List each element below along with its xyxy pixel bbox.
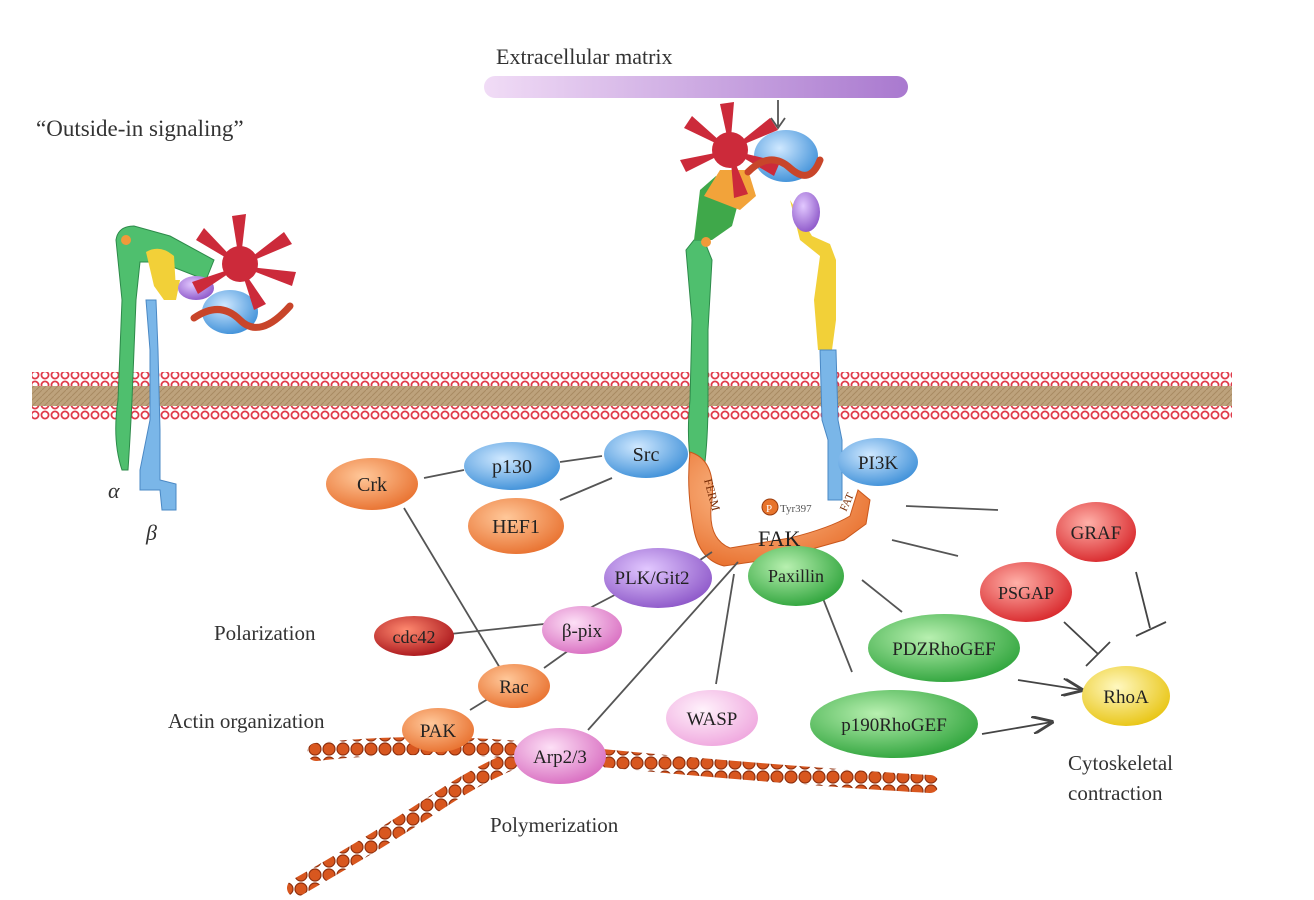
actin-organization-label: Actin organization bbox=[168, 709, 325, 733]
node-rac-label: Rac bbox=[499, 677, 529, 698]
node-graf: GRAF bbox=[1056, 502, 1136, 562]
node-arp23-label: Arp2/3 bbox=[533, 747, 587, 768]
node-beta-pix: β-pix bbox=[542, 606, 622, 654]
node-pak-label: PAK bbox=[420, 721, 457, 742]
rhoa-inhibition-lines bbox=[1063, 571, 1167, 667]
beta-label: β bbox=[145, 520, 157, 545]
node-hef1: HEF1 bbox=[468, 498, 564, 554]
node-src: Src bbox=[604, 430, 688, 478]
integrin-left bbox=[115, 214, 296, 511]
node-src-label: Src bbox=[633, 444, 660, 466]
node-wasp: WASP bbox=[666, 690, 758, 746]
node-p190rhogef-label: p190RhoGEF bbox=[841, 715, 947, 736]
extracellular-matrix: Extracellular matrix bbox=[484, 44, 908, 130]
node-rac: Rac bbox=[478, 664, 550, 708]
node-cdc42-label: cdc42 bbox=[393, 627, 436, 647]
node-plk-git2: PLK/Git2 bbox=[604, 548, 712, 608]
node-wasp-label: WASP bbox=[687, 709, 738, 730]
node-beta-pix-label: β-pix bbox=[562, 621, 603, 642]
node-plk-git2-label: PLK/Git2 bbox=[615, 568, 690, 589]
alpha-label: α bbox=[108, 478, 120, 503]
integrin-right bbox=[680, 102, 843, 501]
node-crk-label: Crk bbox=[357, 474, 387, 496]
node-paxillin: Paxillin bbox=[748, 546, 844, 606]
cell-membrane bbox=[32, 372, 1232, 420]
node-cdc42: cdc42 bbox=[374, 616, 454, 656]
node-psgap: PSGAP bbox=[980, 562, 1072, 622]
node-psgap-label: PSGAP bbox=[998, 583, 1054, 603]
node-p130-label: p130 bbox=[492, 456, 532, 478]
node-rhoa-label: RhoA bbox=[1103, 687, 1149, 708]
node-pi3k-label: PI3K bbox=[858, 453, 898, 474]
node-crk: Crk bbox=[326, 458, 418, 510]
outside-in-signaling-label: “Outside-in signaling” bbox=[36, 116, 244, 141]
node-rhoa: RhoA bbox=[1082, 666, 1170, 726]
node-arp23: Arp2/3 bbox=[514, 728, 606, 784]
polymerization-label: Polymerization bbox=[490, 813, 619, 837]
cytoskeletal-label: Cytoskeletal bbox=[1068, 751, 1173, 775]
node-p130: p130 bbox=[464, 442, 560, 490]
node-pdzrhogef-label: PDZRhoGEF bbox=[892, 639, 995, 660]
node-hef1-label: HEF1 bbox=[492, 516, 540, 538]
polarization-label: Polarization bbox=[214, 621, 316, 645]
node-pak: PAK bbox=[402, 708, 474, 752]
phospho-badge bbox=[761, 498, 779, 516]
phospho-badge-label: P bbox=[766, 503, 772, 515]
node-paxillin-label: Paxillin bbox=[768, 566, 824, 586]
contraction-label: contraction bbox=[1068, 781, 1163, 805]
node-pi3k: PI3K bbox=[838, 438, 918, 486]
rhoa-activation-arrows bbox=[981, 680, 1082, 735]
node-graf-label: GRAF bbox=[1071, 523, 1122, 544]
extracellular-matrix-label: Extracellular matrix bbox=[496, 44, 673, 69]
tyr397-label: Tyr397 bbox=[780, 503, 812, 515]
node-p190rhogef: p190RhoGEF bbox=[810, 690, 978, 758]
node-pdzrhogef: PDZRhoGEF bbox=[868, 614, 1020, 682]
